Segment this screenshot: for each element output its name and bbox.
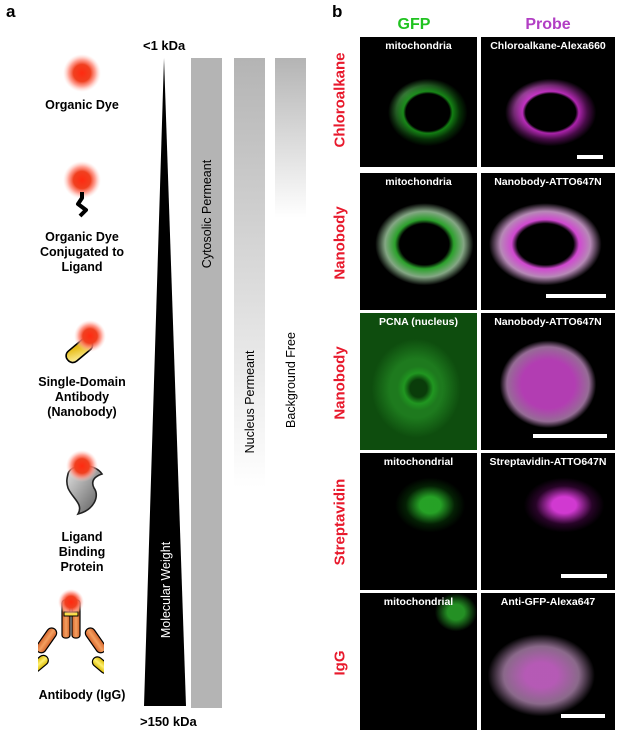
dye-ligand-icon	[63, 161, 101, 218]
column-header-gfp: GFP	[397, 16, 431, 33]
probe-label-igg: Antibody (IgG)	[38, 688, 126, 702]
probe-label-dye-ligand: Organic Dye Conjugated to Ligand	[39, 230, 124, 274]
gfp-image-row-1: mitochondria	[360, 37, 477, 167]
row-label-chloroalkane: Chloroalkane	[331, 52, 349, 148]
gfp-label-row-3: PCNA (nucleus)	[379, 316, 458, 328]
scale-bar-row-5	[561, 714, 605, 718]
ligand-binding-protein-icon	[66, 450, 104, 516]
gfp-image-row-2: mitochondria	[360, 173, 477, 310]
probe-label-row-3: Nanobody-ATTO647N	[494, 316, 602, 328]
probe-label-row-5: Anti-GFP-Alexa647	[500, 596, 596, 608]
gfp-label-row-5: mitochondrial	[383, 596, 454, 608]
gfp-label-row-4: mitochondrial	[383, 456, 454, 468]
gfp-image-row-4: mitochondrial	[360, 453, 477, 590]
probe-image-row-2: Nanobody-ATTO647N	[481, 173, 615, 310]
igg-antibody-icon	[38, 589, 104, 674]
top-kda-label: <1 kDa	[143, 38, 186, 53]
row-label-igg: IgG	[331, 650, 349, 676]
gfp-label-row-1: mitochondria	[385, 40, 452, 52]
molecular-weight-label: Molecular Weight	[159, 541, 173, 639]
row-label-streptavidin: Streptavidin	[331, 478, 349, 566]
probe-label-row-2: Nanobody-ATTO647N	[494, 176, 602, 188]
background-free-bar	[275, 58, 306, 218]
scale-bar-row-3	[533, 434, 607, 438]
row-label-nanobody-2: Nanobody	[331, 346, 349, 420]
scale-bar-row-4	[561, 574, 607, 578]
probe-label-row-4: Streptavidin-ATTO647N	[489, 456, 607, 468]
scale-bar-row-1	[577, 155, 603, 159]
nanobody-icon	[65, 320, 106, 364]
background-free-label-wrap: Background Free	[275, 300, 306, 460]
nucleus-permeant-label: Nucleus Permeant	[242, 350, 257, 454]
probe-image-row-1: Chloroalkane-Alexa660	[481, 37, 615, 167]
gfp-image-row-3: PCNA (nucleus)	[360, 313, 477, 450]
probe-label-organic-dye: Organic Dye	[45, 98, 119, 112]
probe-image-row-4: Streptavidin-ATTO647N	[481, 453, 615, 590]
cytosolic-permeant-bar: Cytosolic Permeant	[191, 58, 222, 708]
scale-bar-row-2	[546, 294, 606, 298]
background-free-label: Background Free	[283, 332, 298, 428]
column-header-probe: Probe	[525, 16, 571, 33]
molecular-weight-label-wrap: Molecular Weight	[144, 480, 188, 700]
cytosolic-permeant-label: Cytosolic Permeant	[199, 159, 214, 269]
organic-dye-icon	[63, 54, 101, 92]
nucleus-permeant-bar: Nucleus Permeant	[234, 58, 265, 488]
probe-label-row-1: Chloroalkane-Alexa660	[490, 40, 606, 52]
molecular-weight-triangle	[144, 58, 186, 706]
panel-a-letter: a	[6, 2, 16, 21]
bottom-kda-label: >150 kDa	[140, 714, 197, 729]
panel-b-letter: b	[332, 2, 343, 21]
gfp-label-row-2: mitochondria	[385, 176, 452, 188]
probe-image-row-3: Nanobody-ATTO647N	[481, 313, 615, 450]
row-label-nanobody-1: Nanobody	[331, 206, 349, 280]
probe-image-row-5: Anti-GFP-Alexa647	[481, 593, 615, 730]
gfp-image-row-5: mitochondrial	[360, 593, 477, 730]
probe-label-ligand-binding-protein: Ligand Binding Protein	[58, 530, 106, 574]
probe-label-nanobody: Single-Domain Antibody (Nanobody)	[38, 375, 126, 419]
